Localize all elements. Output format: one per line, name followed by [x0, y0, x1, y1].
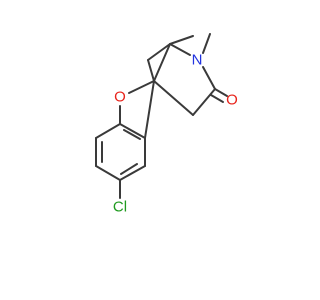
double-bond-carbonyl [210, 94, 224, 103]
double-bond-carbonyl [214, 88, 228, 97]
bond-n-methyl [202, 33, 211, 54]
bond [192, 88, 216, 116]
bond-methyl [169, 35, 194, 45]
bond [147, 43, 171, 61]
nitrogen-label: N [192, 52, 203, 69]
bond [119, 123, 146, 139]
bond-from-ring-oxygen [128, 80, 155, 94]
molecule-structure-diagram: O O N Cl [95, 33, 238, 216]
bond-to-nitrogen [169, 43, 191, 56]
bond-n-carbonyl [202, 66, 216, 90]
carbonyl-oxygen-label: O [226, 92, 238, 109]
ring-oxygen-label: O [114, 89, 126, 106]
double-bond-inner [120, 163, 138, 175]
double-bond-inner [123, 129, 141, 140]
chlorine-label: Cl [113, 199, 127, 216]
bond [153, 80, 194, 116]
bond [147, 59, 155, 82]
bond-lines [95, 33, 228, 199]
bond [95, 123, 121, 139]
bond [153, 43, 171, 82]
bond [119, 165, 146, 181]
bond [95, 165, 121, 181]
bond [144, 80, 155, 139]
